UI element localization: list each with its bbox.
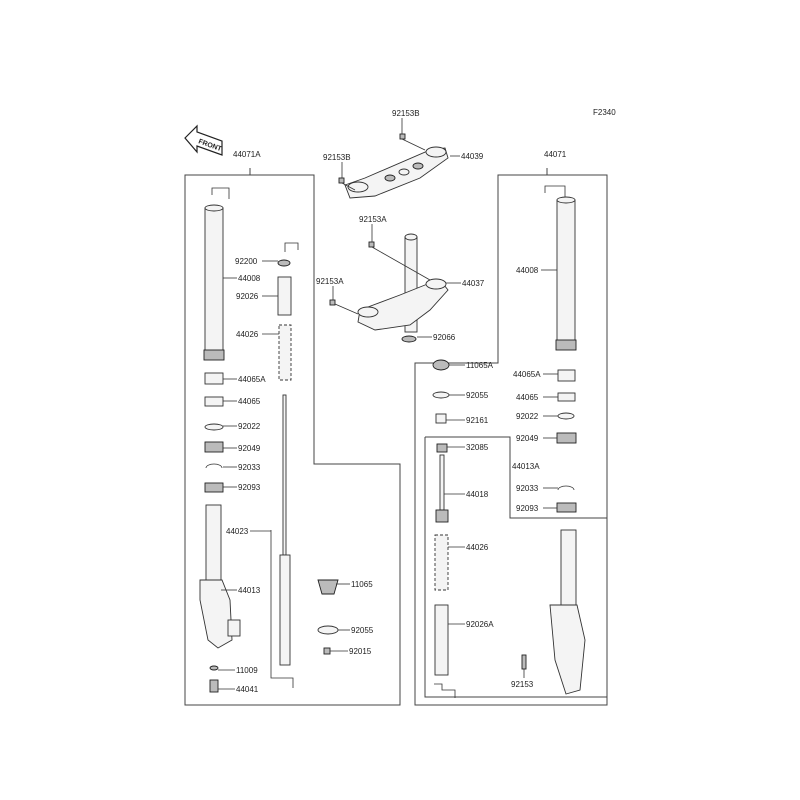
part-label[interactable]: 92153	[511, 680, 534, 689]
part-label[interactable]: 92055	[466, 391, 489, 400]
part-label[interactable]: 92153B	[392, 109, 420, 118]
part-label[interactable]: 92161	[466, 416, 489, 425]
diagram-code: F2340	[593, 108, 616, 117]
part-label[interactable]: 92026	[236, 292, 259, 301]
left-internal-parts	[199, 242, 299, 693]
part-label[interactable]: 92153B	[323, 153, 351, 162]
part-label[interactable]: 92093	[238, 483, 261, 492]
part-label[interactable]: 44037	[462, 279, 485, 288]
part-label[interactable]: 92055	[351, 626, 374, 635]
steering-stem-44037	[329, 233, 449, 343]
right-fork-box	[414, 168, 608, 706]
part-label[interactable]: 44008	[516, 266, 539, 275]
part-label[interactable]: 44065A	[513, 370, 541, 379]
part-label[interactable]: 92022	[516, 412, 539, 421]
part-labels: 92153B 92153B 44039 44071A 44071 92153A …	[226, 109, 567, 694]
part-label[interactable]: 44041	[236, 685, 259, 694]
part-label[interactable]: 44065	[516, 393, 539, 402]
part-label[interactable]: 44018	[466, 490, 489, 499]
part-label[interactable]: 92015	[349, 647, 372, 656]
right-internal-parts	[432, 359, 586, 698]
part-label[interactable]: 92093	[516, 504, 539, 513]
part-label[interactable]: 44013	[238, 586, 261, 595]
part-label[interactable]: 92153A	[359, 215, 387, 224]
part-label[interactable]: 92049	[516, 434, 539, 443]
part-label[interactable]: 44071	[544, 150, 567, 159]
part-label[interactable]: 92200	[235, 257, 258, 266]
left-fork-box	[184, 168, 401, 706]
left-damper-rod-44023	[270, 394, 339, 688]
part-label[interactable]: 11009	[236, 666, 258, 675]
part-label[interactable]: 44008	[238, 274, 261, 283]
part-label[interactable]: 92066	[433, 333, 456, 342]
leader-lines	[218, 118, 558, 690]
part-label[interactable]: 11065A	[466, 361, 494, 370]
part-label[interactable]: 92153A	[316, 277, 344, 286]
part-label[interactable]: 44071A	[233, 150, 261, 159]
part-label[interactable]: 92033	[516, 484, 539, 493]
part-label[interactable]: 44026	[466, 543, 489, 552]
part-label[interactable]: 44065	[238, 397, 261, 406]
part-label[interactable]: 92049	[238, 444, 261, 453]
part-label[interactable]: 44023	[226, 527, 249, 536]
part-label[interactable]: 92026A	[466, 620, 494, 629]
part-label[interactable]: 92022	[238, 422, 261, 431]
part-label[interactable]: 44026	[236, 330, 259, 339]
left-outer-tube-44008	[203, 187, 230, 361]
right-outer-tube-44008	[544, 185, 577, 351]
part-label[interactable]: 44065A	[238, 375, 266, 384]
upper-bracket-44039	[338, 133, 449, 199]
part-label[interactable]: 44039	[461, 152, 484, 161]
part-label[interactable]: 32085	[466, 443, 489, 452]
part-label[interactable]: 11065	[351, 580, 373, 589]
front-arrow-icon: FRONT	[184, 124, 223, 156]
part-label[interactable]: 92033	[238, 463, 261, 472]
part-label[interactable]: 44013A	[512, 462, 540, 471]
